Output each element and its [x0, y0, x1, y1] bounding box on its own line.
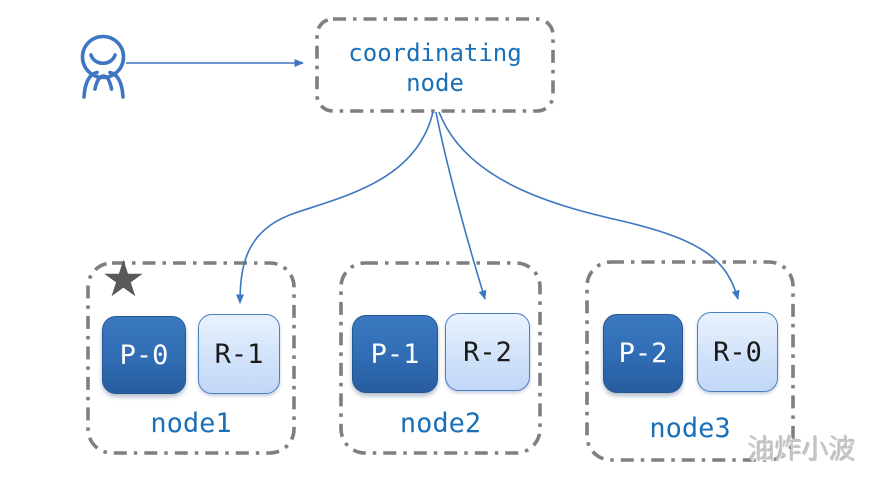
replica-shard-r1: R-1	[198, 314, 280, 394]
replica-shard-r2: R-2	[445, 313, 530, 391]
replica-shard-r0: R-0	[697, 312, 778, 392]
arrow-coordinator-to-node1	[236, 111, 434, 304]
person-icon	[80, 34, 126, 99]
primary-shard-p1: P-1	[352, 315, 438, 393]
node3-box	[585, 260, 795, 462]
watermark-text: 油炸小波	[748, 435, 856, 466]
star-icon: ★	[101, 250, 146, 308]
node2-label: node2	[399, 408, 482, 439]
node1-label: node1	[150, 408, 232, 439]
arrow-coordinator-to-node3	[438, 111, 740, 300]
node3-label: node3	[649, 413, 731, 444]
coordinating-node-box	[315, 17, 555, 113]
primary-shard-p2: P-2	[603, 314, 683, 393]
primary-shard-p0: P-0	[102, 316, 186, 394]
coordinating-node-label: coordinating node	[348, 39, 522, 97]
node1-box	[86, 261, 296, 455]
arrow-coordinator-to-node2	[435, 111, 487, 300]
